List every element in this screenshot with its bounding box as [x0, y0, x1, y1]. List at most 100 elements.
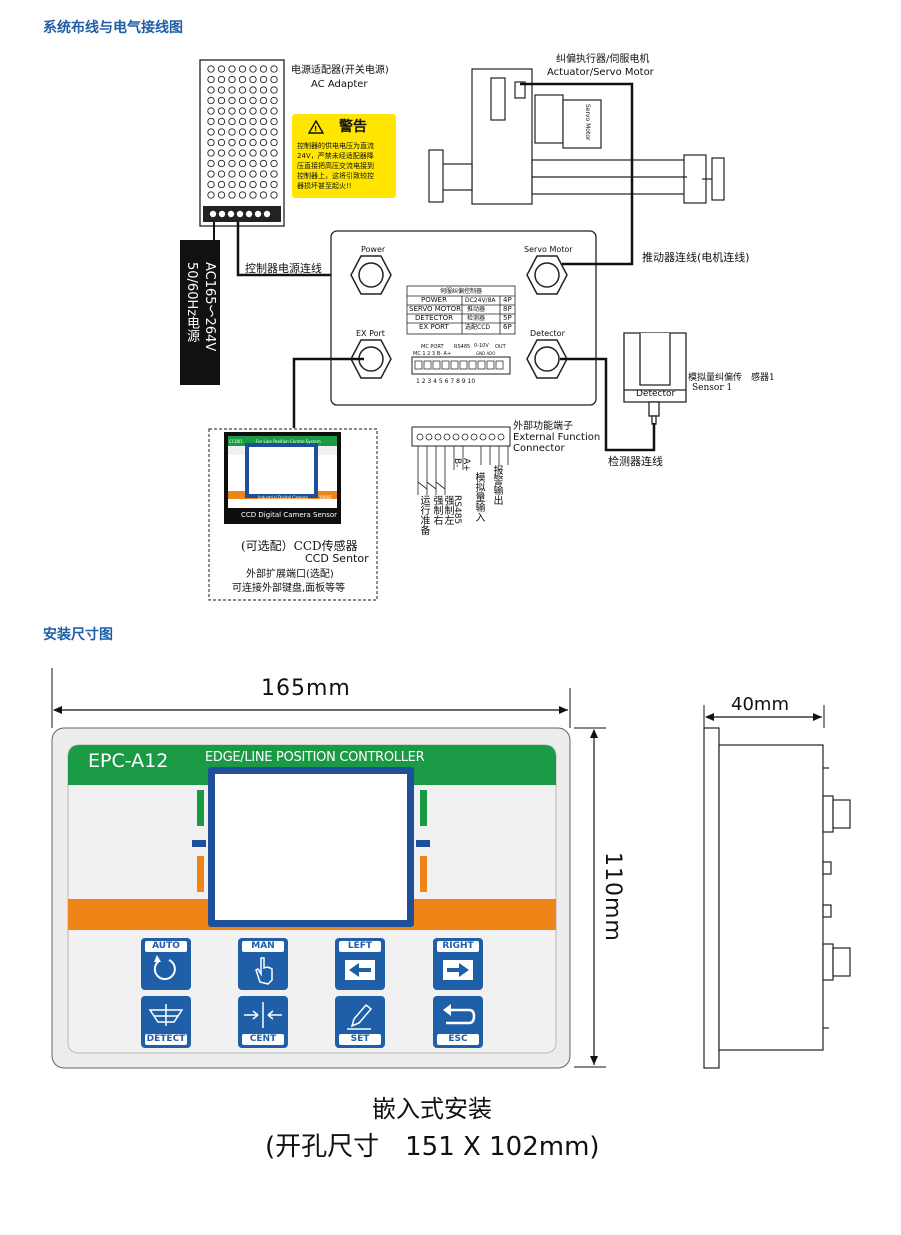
term-numbers: 1 2 3 4 5 6 7 8 9 10 — [416, 378, 476, 385]
esc-button-label: ESC — [437, 1034, 479, 1045]
height-dimension-label: 110mm — [600, 852, 625, 942]
detector-cable-label: 检测器连线 — [608, 455, 663, 468]
port-table-title: 伺服纠偏控制器 — [440, 288, 483, 295]
ext-connector-en-1: External Function — [513, 432, 601, 443]
width-dimension-label: 165mm — [261, 676, 351, 701]
right-button-label: RIGHT — [437, 941, 479, 952]
ext-label-run-ready: 运行准备 — [418, 495, 429, 535]
ac-input-label-1: AC165～264V — [202, 262, 217, 352]
install-caption-2: (开孔尺寸 151 X 102mm) — [265, 1132, 600, 1162]
wiring-diagram: ! — [180, 59, 725, 601]
ccd-screen-ver: 1000Z — [319, 495, 332, 500]
ac-input-label-bar — [180, 240, 220, 385]
connector-detector — [526, 339, 568, 379]
set-button-label: SET — [339, 1034, 381, 1045]
ext-label-analog-in: 模拟量输入 — [473, 472, 484, 522]
arrow-left-icon — [345, 960, 375, 980]
power-cable-label: 控制器电源连线 — [245, 262, 322, 275]
return-icon — [443, 1004, 476, 1025]
term-mc-port: MC PORT — [421, 344, 444, 350]
detector-cable — [560, 357, 656, 452]
actuator-drawing — [428, 68, 725, 205]
port-power-label: Power — [361, 245, 386, 254]
connector-power — [350, 255, 392, 295]
warning-title: 警告 — [339, 119, 367, 135]
arrow-right-icon — [443, 960, 473, 980]
warning-icon — [307, 119, 325, 134]
port-spec-table — [406, 285, 516, 335]
man-button-label: MAN — [242, 941, 284, 952]
ccd-en-label: CCD Sentor — [305, 552, 369, 565]
ac-adapter — [199, 59, 285, 227]
brand-label: EPC-A12 — [88, 750, 169, 772]
port-servo-label: Servo Motor — [524, 245, 573, 254]
front-panel — [51, 727, 571, 1069]
ccd-ext-label-1: 外部扩展端口(选配) — [246, 569, 334, 580]
actuator-en-label: Actuator/Servo Motor — [547, 67, 654, 78]
warning-text: 控制器的供电电压为直流 24V，严禁未经适配器降 压直接把高压交流电接到 控制器… — [297, 142, 374, 190]
ex-port-cable — [292, 357, 364, 428]
detect-button[interactable]: DETECT — [141, 996, 191, 1048]
panel-header-text: EDGE/LINE POSITION CONTROLLER — [205, 750, 425, 765]
ccd-dashed-box — [208, 428, 378, 601]
esc-button[interactable]: ESC — [433, 996, 483, 1048]
center-icon — [244, 1002, 282, 1028]
term-out: OUT — [495, 344, 506, 350]
cent-button[interactable]: CENT — [238, 996, 288, 1048]
ccd-ext-label-2: 可连接外部键盘,面板等等 — [232, 583, 346, 594]
detector-label: Detector — [636, 389, 676, 399]
auto-icon — [153, 955, 176, 981]
install-caption-1: 嵌入式安装 — [372, 1095, 492, 1123]
actuator-cable — [520, 82, 634, 266]
ccd-device — [224, 432, 341, 524]
cent-button-label: CENT — [242, 1034, 284, 1045]
svg-text:!: ! — [314, 125, 317, 133]
ext-connector-en-2: Connector — [513, 443, 565, 454]
adapter-en-label: AC Adapter — [311, 79, 368, 90]
right-button[interactable]: RIGHT — [433, 938, 483, 990]
power-cable — [236, 222, 356, 277]
adapter-cn-label: 电源适配器(开关电源) — [291, 65, 389, 76]
sensor-label-2: Sensor 1 — [692, 383, 733, 393]
term-010v: 0-10V — [474, 343, 489, 349]
actuator-cn-label: 纠偏执行器/伺服电机 — [556, 54, 650, 65]
ccd-screen-foot: Industrial Digital Camera — [258, 495, 308, 500]
actuator-cable-label: 推动器连线(电机连线) — [642, 251, 750, 264]
term-sub: GND ADO — [476, 351, 496, 356]
detect-icon — [148, 1004, 184, 1026]
hand-icon — [255, 957, 273, 985]
side-view — [703, 727, 851, 1069]
set-button[interactable]: SET — [335, 996, 385, 1048]
ext-label-a-plus: A+ — [461, 458, 471, 472]
auto-button-label: AUTO — [145, 941, 187, 952]
sensor-label-1: 模拟量纠偏传 感器1 — [688, 373, 775, 383]
wiring-section-title: 系统布线与电气接线图 — [43, 20, 183, 36]
ac-input-label-2: 50/60Hz电源 — [184, 262, 199, 343]
term-rs485: RS485 — [454, 344, 471, 350]
detector-sensor — [623, 332, 687, 425]
detect-button-label: DETECT — [145, 1034, 187, 1045]
ext-label-rs485: RS485 — [452, 495, 462, 525]
man-button[interactable]: MAN — [238, 938, 288, 990]
ext-label-alarm-out: 报警输出 — [491, 465, 502, 505]
warning-box — [292, 114, 396, 198]
ccd-cn-label: (可选配）CCD传感器 — [241, 539, 358, 553]
term-top-nums: MC 1 2 3 B- A+ — [413, 351, 452, 357]
ccd-screen-caption: CCD Digital Camera Sensor — [241, 511, 338, 519]
connector-ex-port — [350, 339, 392, 379]
auto-button[interactable]: AUTO — [141, 938, 191, 990]
ccd-screen-top: CCD01 — [229, 439, 243, 444]
ext-label-force-left: 强制左 — [442, 495, 453, 525]
install-section-title: 安装尺寸图 — [43, 627, 113, 643]
left-button[interactable]: LEFT — [335, 938, 385, 990]
ccd-screen-head: For Line Position Control System — [256, 439, 321, 444]
ext-label-force-right: 强制右 — [431, 495, 442, 525]
port-ex-label: EX Port — [356, 329, 385, 338]
ext-connector-cn: 外部功能端子 — [513, 421, 573, 432]
pencil-icon — [347, 1003, 373, 1030]
connector-servo — [526, 255, 568, 295]
depth-dimension-label: 40mm — [731, 694, 789, 715]
ext-label-b-minus: B- — [452, 458, 462, 468]
servo-motor-text: Servo Motor — [584, 104, 591, 141]
